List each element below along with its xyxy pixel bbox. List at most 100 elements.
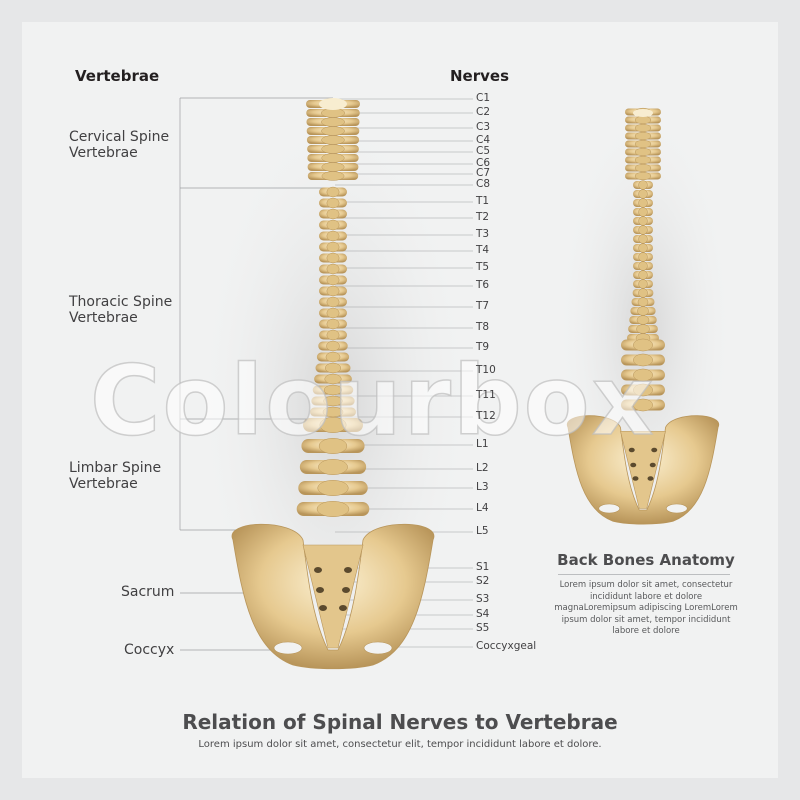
sacral-foramen xyxy=(314,567,322,573)
sacral-foramen xyxy=(316,587,324,593)
vertebra-body xyxy=(319,417,347,433)
nerve-label-t9: T9 xyxy=(476,341,490,353)
nerve-label-c3: C3 xyxy=(476,121,491,133)
vertebrae-header: Vertebrae xyxy=(75,67,160,85)
vertebra-body xyxy=(634,131,652,141)
vertebra-body xyxy=(322,406,344,418)
nerve-label-t4: T4 xyxy=(476,244,490,256)
vertebra-body xyxy=(321,135,345,145)
nerve-label-t3: T3 xyxy=(476,228,490,240)
nerve-label-s3: S3 xyxy=(476,593,490,605)
vertebra-body xyxy=(326,263,340,275)
watermark: Colourbox xyxy=(89,344,656,458)
vertebra-body xyxy=(637,306,649,316)
nerve-label-c5: C5 xyxy=(476,145,491,157)
nerve-label-c1: C1 xyxy=(476,92,491,104)
nerve-label-l3: L3 xyxy=(476,481,489,493)
vertebra-body xyxy=(636,324,650,334)
region-lumbar: Limbar Spine Vertebrae xyxy=(69,460,162,492)
spine-back-view xyxy=(567,107,719,525)
vertebra-body xyxy=(325,362,341,374)
vertebra-body xyxy=(638,189,648,199)
nerve-label-t1: T1 xyxy=(476,195,490,207)
nerve-label-t7: T7 xyxy=(476,300,490,312)
vertebra-body xyxy=(636,315,650,325)
page-title: Relation of Spinal Nerves to Vertebrae xyxy=(182,710,618,734)
vertebra-body xyxy=(321,144,345,154)
vertebra-body xyxy=(326,186,340,198)
vertebra-body xyxy=(638,225,648,235)
sacral-foramen xyxy=(319,605,327,611)
vertebra-body xyxy=(634,171,652,181)
nerve-label-t2: T2 xyxy=(476,211,490,223)
sacral-foramen xyxy=(632,476,639,481)
vertebra-body xyxy=(326,340,340,352)
nerves-header: Nerves xyxy=(450,67,510,85)
vertebra-body xyxy=(321,171,345,181)
vertebra-body xyxy=(633,383,653,397)
vertebra-body xyxy=(638,261,648,271)
vertebra-body xyxy=(326,285,340,297)
nerve-label-l2: L2 xyxy=(476,462,489,474)
page-subtitle: Lorem ipsum dolor sit amet, consectetur … xyxy=(198,739,602,750)
vertebra-body xyxy=(321,126,345,136)
vertebra-body xyxy=(325,351,341,363)
vertebra-body xyxy=(638,279,648,289)
obturator-foramen xyxy=(363,641,393,655)
vertebra-body xyxy=(633,353,653,367)
sacral-foramen xyxy=(647,476,654,481)
vertebra-body xyxy=(321,162,345,172)
region-cervical: Cervical Spine Vertebrae xyxy=(69,129,170,161)
vertebra-body xyxy=(326,252,340,264)
atlas xyxy=(319,98,347,110)
pelvis xyxy=(231,523,435,670)
sacral-foramen xyxy=(628,447,635,453)
side-panel-title: Back Bones Anatomy xyxy=(557,551,735,569)
nerve-label-t10: T10 xyxy=(476,364,496,376)
nerve-label-l4: L4 xyxy=(476,502,489,514)
vertebra-body xyxy=(326,230,340,242)
sacral-foramen xyxy=(344,567,352,573)
spine-front-view xyxy=(231,98,435,670)
vertebra-body xyxy=(323,395,343,407)
nerve-label-c4: C4 xyxy=(476,134,491,146)
vertebra-body xyxy=(317,480,349,496)
vertebra-body xyxy=(638,180,648,190)
vertebra-body xyxy=(321,153,345,163)
vertebra-body xyxy=(633,338,653,352)
vertebra-body xyxy=(326,329,340,341)
region-coccyx: Coccyx xyxy=(124,642,175,658)
vertebra-body xyxy=(638,270,648,280)
vertebra-body xyxy=(638,234,648,244)
vertebra-body xyxy=(634,155,652,165)
vertebra-body xyxy=(326,307,340,319)
sacral-foramen xyxy=(342,587,350,593)
sacral-foramen xyxy=(651,447,658,453)
nerve-label-l1: L1 xyxy=(476,438,489,450)
vertebra-body xyxy=(634,139,652,149)
vertebra-body xyxy=(321,117,345,127)
nerve-label-c7: C7 xyxy=(476,167,491,179)
nerve-label-s5: S5 xyxy=(476,622,490,634)
nerve-label-t12: T12 xyxy=(476,410,496,422)
vertebra-body xyxy=(638,243,648,253)
vertebra-body xyxy=(638,252,648,262)
nerve-label-t11: T11 xyxy=(476,389,496,401)
vertebra-body xyxy=(634,123,652,133)
vertebra-body xyxy=(326,241,340,253)
vertebra-body xyxy=(326,219,340,231)
side-panel-text: Lorem ipsum dolor sit amet, consectetur … xyxy=(554,580,738,636)
nerve-label-t6: T6 xyxy=(476,279,490,291)
divider xyxy=(558,574,730,575)
nerve-label-c6: C6 xyxy=(476,157,491,169)
vertebra-body xyxy=(638,216,648,226)
vertebra-body xyxy=(318,459,348,475)
nerve-label-s2: S2 xyxy=(476,575,490,587)
vertebra-body xyxy=(323,384,343,396)
obturator-foramen xyxy=(598,503,621,514)
vertebra-body xyxy=(638,288,648,298)
nerve-label-c8: C8 xyxy=(476,178,491,190)
vertebra-body xyxy=(318,438,348,454)
nerve-label-t5: T5 xyxy=(476,261,490,273)
